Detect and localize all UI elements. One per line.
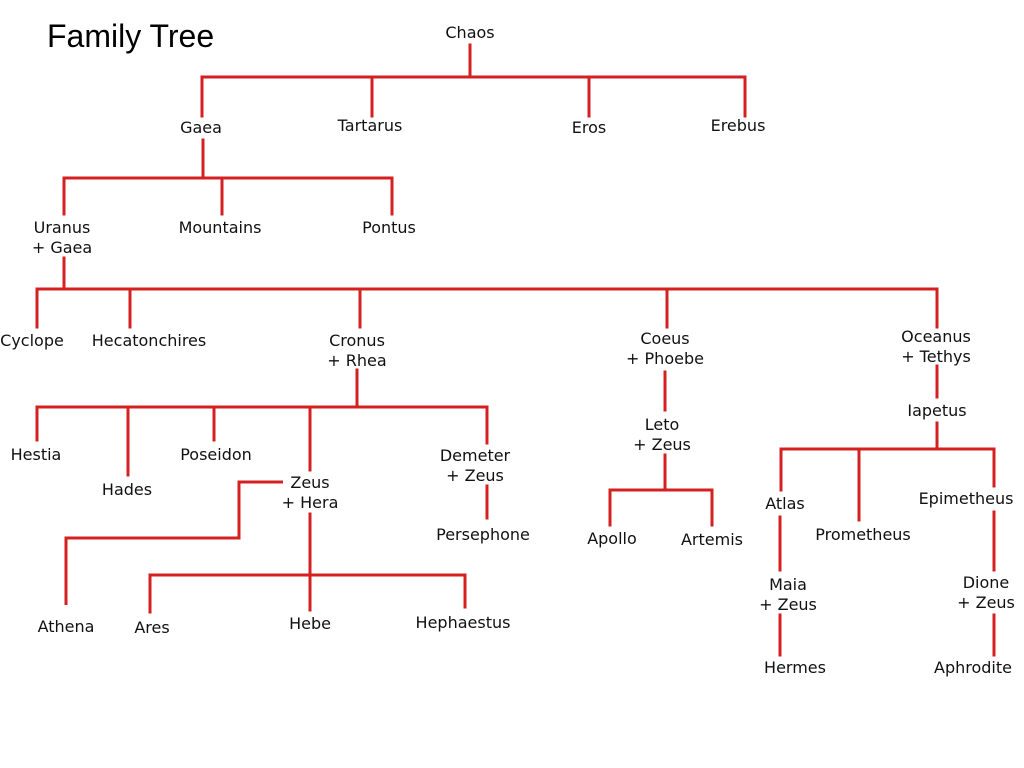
node-epimetheus: Epimetheus <box>919 489 1014 508</box>
node-demeter-zeus: Demeter+ Zeus <box>440 446 511 485</box>
node-hecatonchires: Hecatonchires <box>92 331 206 350</box>
node-tartarus-line: Tartarus <box>337 116 403 135</box>
node-hades-line: Hades <box>102 480 152 499</box>
node-apollo-line: Apollo <box>587 529 637 548</box>
node-aphrodite: Aphrodite <box>934 658 1012 677</box>
node-maia-zeus-line: Maia <box>769 575 807 594</box>
node-erebus: Erebus <box>711 116 766 135</box>
node-epimetheus-line: Epimetheus <box>919 489 1014 508</box>
node-hestia-line: Hestia <box>11 445 62 464</box>
node-gaea-line: Gaea <box>180 118 222 137</box>
node-prometheus-line: Prometheus <box>815 525 911 544</box>
node-hephaestus: Hephaestus <box>416 613 511 632</box>
node-demeter-zeus-line: + Zeus <box>446 466 504 485</box>
node-erebus-line: Erebus <box>711 116 766 135</box>
node-pontus-line: Pontus <box>362 218 416 237</box>
node-cronus-rhea-line: + Rhea <box>327 351 386 370</box>
node-uranus-gaea-line: Uranus <box>34 218 91 237</box>
node-hades: Hades <box>102 480 152 499</box>
node-uranus-gaea-line: + Gaea <box>32 238 92 257</box>
node-hebe-line: Hebe <box>289 614 331 633</box>
node-ares-line: Ares <box>134 618 169 637</box>
node-cronus-rhea: Cronus+ Rhea <box>327 331 386 370</box>
connector-lines <box>35 43 996 657</box>
node-coeus-phoebe: Coeus+ Phoebe <box>626 329 704 368</box>
node-hestia: Hestia <box>11 445 62 464</box>
node-ares: Ares <box>134 618 169 637</box>
node-prometheus: Prometheus <box>815 525 911 544</box>
node-cronus-rhea-line: Cronus <box>329 331 385 350</box>
node-chaos-line: Chaos <box>445 23 494 42</box>
node-mountains: Mountains <box>179 218 262 237</box>
node-cyclope: Cyclope <box>0 331 64 350</box>
page-title: Family Tree <box>47 18 215 54</box>
node-athena: Athena <box>38 617 95 636</box>
node-apollo: Apollo <box>587 529 637 548</box>
node-uranus-gaea: Uranus+ Gaea <box>32 218 92 257</box>
node-oceanus-tethys-line: + Tethys <box>901 347 971 366</box>
node-persephone: Persephone <box>436 525 530 544</box>
node-poseidon: Poseidon <box>180 445 252 464</box>
node-chaos: Chaos <box>445 23 494 42</box>
node-persephone-line: Persephone <box>436 525 530 544</box>
node-dione-zeus: Dione+ Zeus <box>957 573 1015 612</box>
node-iapetus: Iapetus <box>907 401 966 420</box>
node-dione-zeus-line: Dione <box>963 573 1010 592</box>
node-zeus-hera: Zeus+ Hera <box>282 473 339 512</box>
node-oceanus-tethys: Oceanus+ Tethys <box>901 327 971 366</box>
node-iapetus-line: Iapetus <box>907 401 966 420</box>
node-zeus-hera-line: Zeus <box>290 473 329 492</box>
node-leto-zeus-line: + Zeus <box>633 435 691 454</box>
node-hephaestus-line: Hephaestus <box>416 613 511 632</box>
node-pontus: Pontus <box>362 218 416 237</box>
node-gaea: Gaea <box>180 118 222 137</box>
node-zeus-hera-line: + Hera <box>282 493 339 512</box>
node-maia-zeus: Maia+ Zeus <box>759 575 817 614</box>
node-hebe: Hebe <box>289 614 331 633</box>
node-tartarus: Tartarus <box>337 116 403 135</box>
node-eros: Eros <box>572 118 606 137</box>
node-cyclope-line: Cyclope <box>0 331 64 350</box>
node-eros-line: Eros <box>572 118 606 137</box>
node-athena-line: Athena <box>38 617 95 636</box>
node-demeter-zeus-line: Demeter <box>440 446 511 465</box>
node-coeus-phoebe-line: Coeus <box>640 329 689 348</box>
node-poseidon-line: Poseidon <box>180 445 252 464</box>
node-atlas: Atlas <box>765 494 805 513</box>
node-atlas-line: Atlas <box>765 494 805 513</box>
node-artemis: Artemis <box>681 530 743 549</box>
node-maia-zeus-line: + Zeus <box>759 595 817 614</box>
node-coeus-phoebe-line: + Phoebe <box>626 349 704 368</box>
node-hermes-line: Hermes <box>764 658 826 677</box>
connector-zeus-hera-to-athena <box>64 480 283 605</box>
node-hecatonchires-line: Hecatonchires <box>92 331 206 350</box>
node-mountains-line: Mountains <box>179 218 262 237</box>
node-aphrodite-line: Aphrodite <box>934 658 1012 677</box>
node-leto-zeus: Leto+ Zeus <box>633 415 691 454</box>
node-oceanus-tethys-line: Oceanus <box>901 327 971 346</box>
node-dione-zeus-line: + Zeus <box>957 593 1015 612</box>
node-hermes: Hermes <box>764 658 826 677</box>
node-leto-zeus-line: Leto <box>645 415 680 434</box>
node-artemis-line: Artemis <box>681 530 743 549</box>
